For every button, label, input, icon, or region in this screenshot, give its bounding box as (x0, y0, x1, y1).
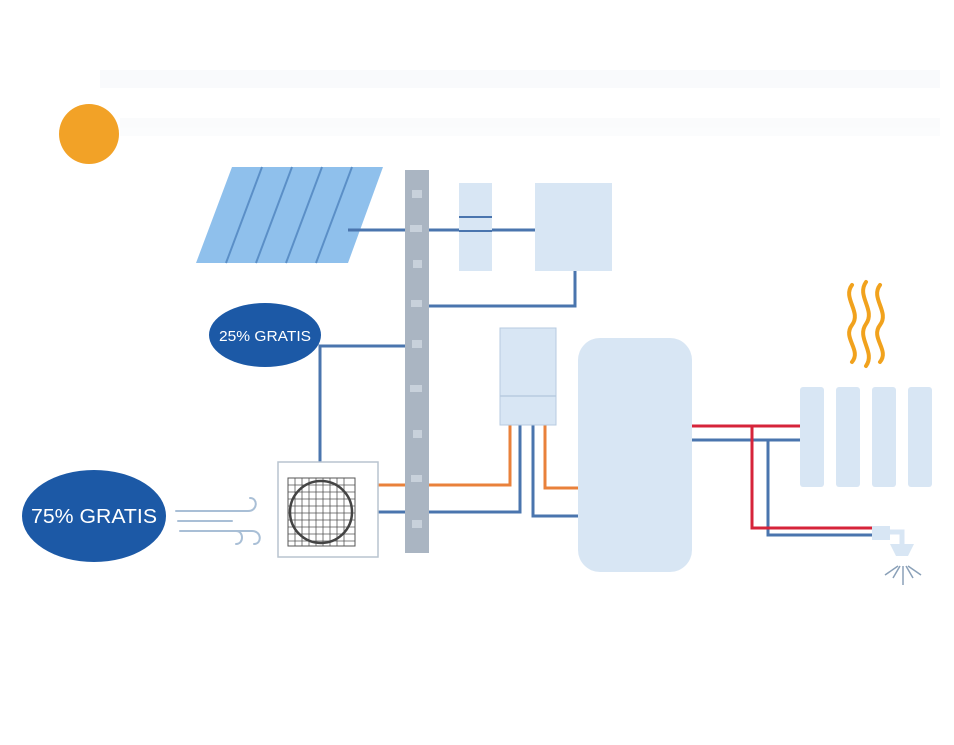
wind-icon (175, 497, 261, 545)
meter-icon (459, 183, 492, 271)
heat-pump-outdoor-unit-icon (277, 461, 379, 558)
label-25-gratis-text: 25% GRATIS (219, 328, 311, 345)
indoor-unit-icon (499, 327, 557, 426)
label-25-gratis: 25% GRATIS (209, 303, 321, 367)
background-building (100, 70, 940, 136)
water-tank-icon (578, 338, 692, 572)
red-pipes (692, 424, 872, 530)
solar-panel-icon (196, 166, 383, 264)
inverter-icon (535, 183, 612, 271)
label-75-gratis-text: 75% GRATIS (31, 506, 157, 528)
heat-waves-icon (847, 280, 885, 368)
radiator-icon (800, 387, 932, 487)
wall-column-icon (405, 170, 429, 553)
shower-icon (872, 526, 922, 585)
label-75-gratis: 75% GRATIS (22, 470, 166, 562)
sun-icon (59, 104, 119, 164)
blue-pipes (318, 228, 872, 537)
